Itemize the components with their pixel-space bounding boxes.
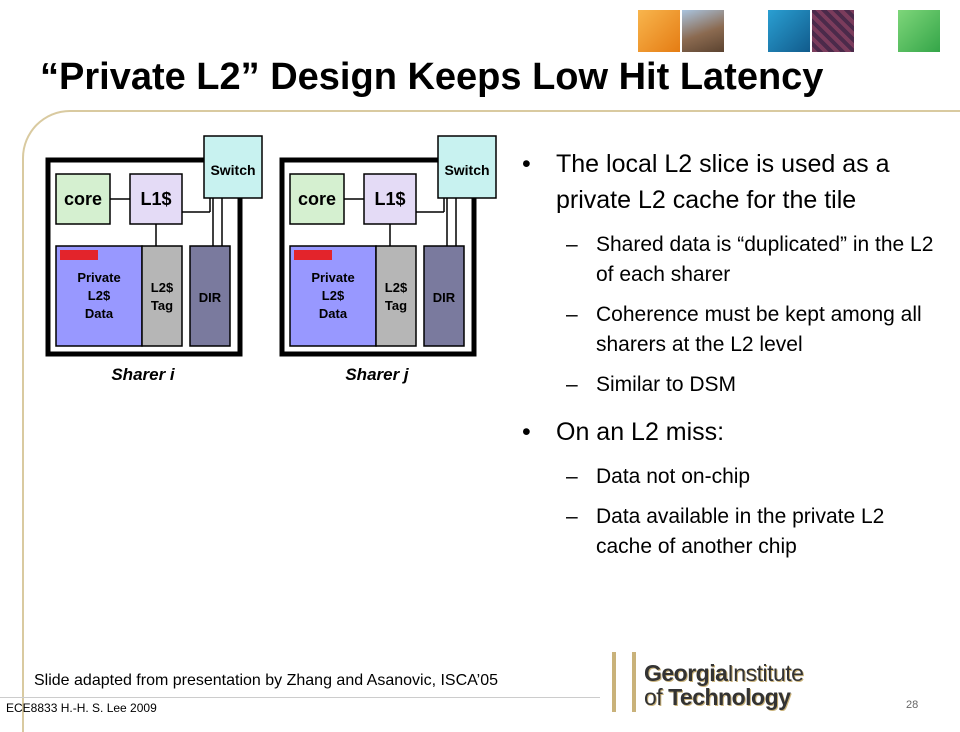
tile-diagram: Switch core L1$ Private L2$ Data L2$ Tag… (45, 135, 497, 384)
sharer-i-tile: Switch core L1$ Private L2$ Data L2$ Tag… (45, 135, 263, 384)
bullet-dot-icon: • (522, 418, 531, 446)
sub-bullet-item: – Data not on-chip (522, 462, 942, 492)
private-l2-label: Private (77, 270, 120, 285)
dash-icon: – (566, 373, 578, 396)
directory-box (423, 245, 465, 347)
sub-bullet-item: – Data available in the private L2 cache… (522, 502, 942, 562)
switch-box (437, 135, 497, 199)
private-l2-label: L2$ (322, 288, 345, 303)
switch-label: Switch (444, 162, 489, 178)
orange-tile-decoration (638, 10, 680, 52)
private-l2-data-box (55, 245, 143, 347)
data-marker (60, 250, 98, 260)
sharer-j-tile: Switch core L1$ Private L2$ Data L2$ Tag… (279, 135, 497, 384)
georgia-tech-logo: GeorgiaInstitute of Technology (612, 652, 822, 712)
private-l2-label: L2$ (88, 288, 111, 303)
slide-title: “Private L2” Design Keeps Low Hit Latenc… (40, 56, 824, 98)
l1-cache-label: L1$ (140, 189, 171, 209)
content-frame (22, 110, 960, 732)
sub-bullet-item: – Shared data is “duplicated” in the L2 … (522, 230, 942, 290)
sharer-label: Sharer j (345, 365, 410, 384)
core-label: core (298, 189, 336, 209)
private-l2-label: Data (85, 306, 114, 321)
chip-photo-tile (812, 10, 854, 52)
l2-tag-box (375, 245, 417, 347)
l2-tag-label: L2$ (385, 280, 408, 295)
bullet-dot-icon: • (522, 150, 531, 178)
directory-label: DIR (433, 290, 456, 305)
dash-icon: – (566, 233, 578, 256)
l2-tag-label: Tag (151, 298, 173, 313)
l2-tag-label: L2$ (151, 280, 174, 295)
source-credit: Slide adapted from presentation by Zhang… (34, 672, 498, 689)
dash-icon: – (566, 505, 578, 528)
directory-box (189, 245, 231, 347)
bullet-item: • On an L2 miss: (522, 414, 942, 450)
private-l2-label: Data (319, 306, 348, 321)
directory-label: DIR (199, 290, 222, 305)
private-l2-data-box (289, 245, 377, 347)
data-marker (294, 250, 332, 260)
green-tile-decoration (898, 10, 940, 52)
core-label: core (64, 189, 102, 209)
l2-tag-box (141, 245, 183, 347)
tech-tower-icon (612, 652, 636, 712)
course-label: ECE8833 H.-H. S. Lee 2009 (6, 701, 157, 715)
network-wire (45, 157, 243, 357)
page-number: 28 (906, 699, 919, 711)
switch-box (203, 135, 263, 199)
l1-cache-label: L1$ (374, 189, 405, 209)
bullet-item: • The local L2 slice is used as a privat… (522, 146, 942, 218)
dash-icon: – (566, 303, 578, 326)
l2-tag-label: Tag (385, 298, 407, 313)
switch-label: Switch (210, 162, 255, 178)
footer-divider (0, 697, 600, 698)
network-wire (279, 157, 477, 357)
blue-tile-decoration (768, 10, 810, 52)
sub-bullet-item: – Similar to DSM (522, 370, 942, 400)
l1-cache-box (129, 173, 183, 225)
sharer-label: Sharer i (111, 365, 176, 384)
sub-bullet-item: – Coherence must be kept among all share… (522, 300, 942, 360)
campus-photo-tile (682, 10, 724, 52)
private-l2-label: Private (311, 270, 354, 285)
dash-icon: – (566, 465, 578, 488)
bullet-list: • The local L2 slice is used as a privat… (522, 146, 942, 572)
core-box (289, 173, 345, 225)
